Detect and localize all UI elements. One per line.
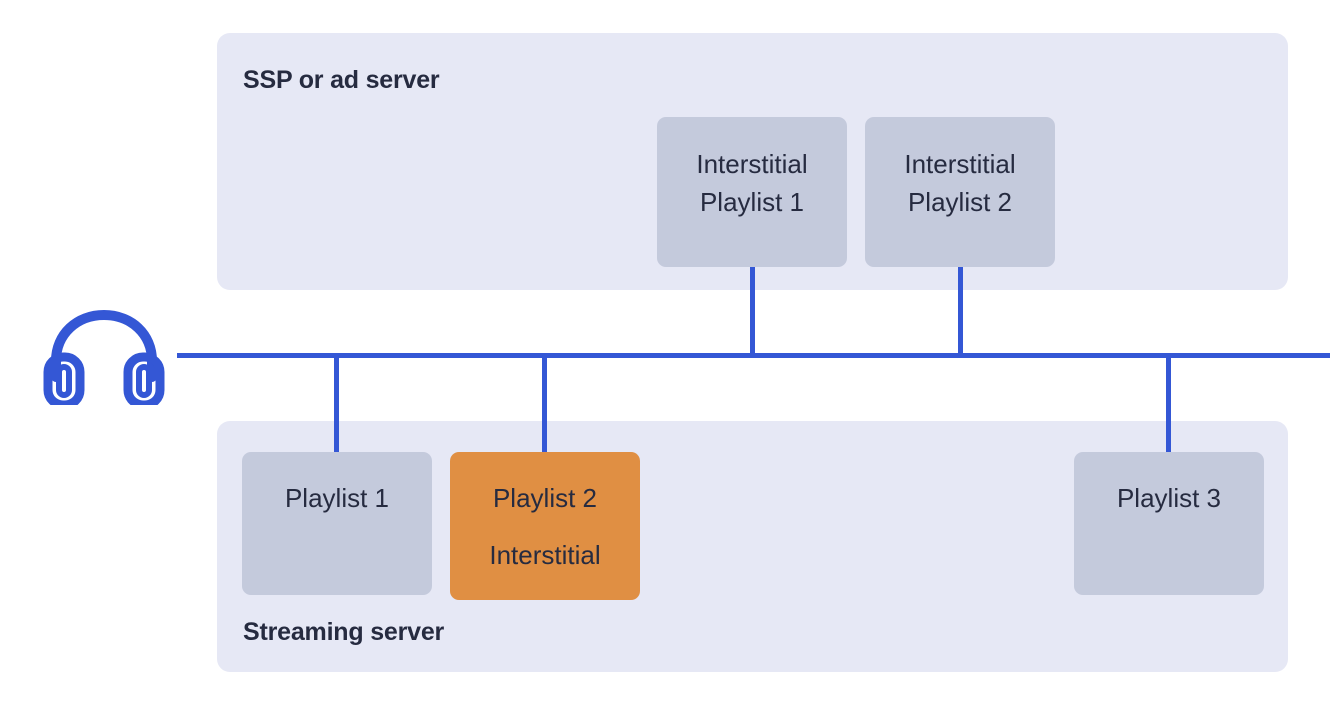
- ssp-panel-title: SSP or ad server: [243, 66, 440, 94]
- connector-interstitial-playlist-1: [750, 262, 755, 356]
- node-playlist-2-interstitial[interactable]: Playlist 2 Interstitial: [450, 452, 640, 600]
- connector-playlist-2: [542, 355, 547, 455]
- node-label-line2: Playlist 2: [907, 186, 1013, 217]
- connector-interstitial-playlist-2: [958, 262, 963, 356]
- connector-playlist-1: [334, 355, 339, 455]
- node-interstitial-playlist-1[interactable]: Interstitial Playlist 1: [657, 117, 847, 267]
- node-label-line1: Playlist 2: [492, 483, 598, 513]
- node-playlist-1[interactable]: Playlist 1: [242, 452, 432, 595]
- node-label-line1: Playlist 1: [284, 483, 390, 513]
- headphones-icon: [42, 305, 166, 410]
- node-label-line1: Interstitial: [904, 149, 1016, 179]
- node-label-line1: Playlist 3: [1116, 483, 1222, 513]
- node-label-line2: Interstitial: [489, 539, 601, 570]
- node-label-line1: Interstitial: [696, 149, 808, 179]
- connector-playlist-3: [1166, 355, 1171, 455]
- node-interstitial-playlist-2[interactable]: Interstitial Playlist 2: [865, 117, 1055, 267]
- streaming-panel-title: Streaming server: [243, 618, 445, 646]
- node-playlist-3[interactable]: Playlist 3: [1074, 452, 1264, 595]
- node-label-line2: Playlist 1: [699, 186, 805, 217]
